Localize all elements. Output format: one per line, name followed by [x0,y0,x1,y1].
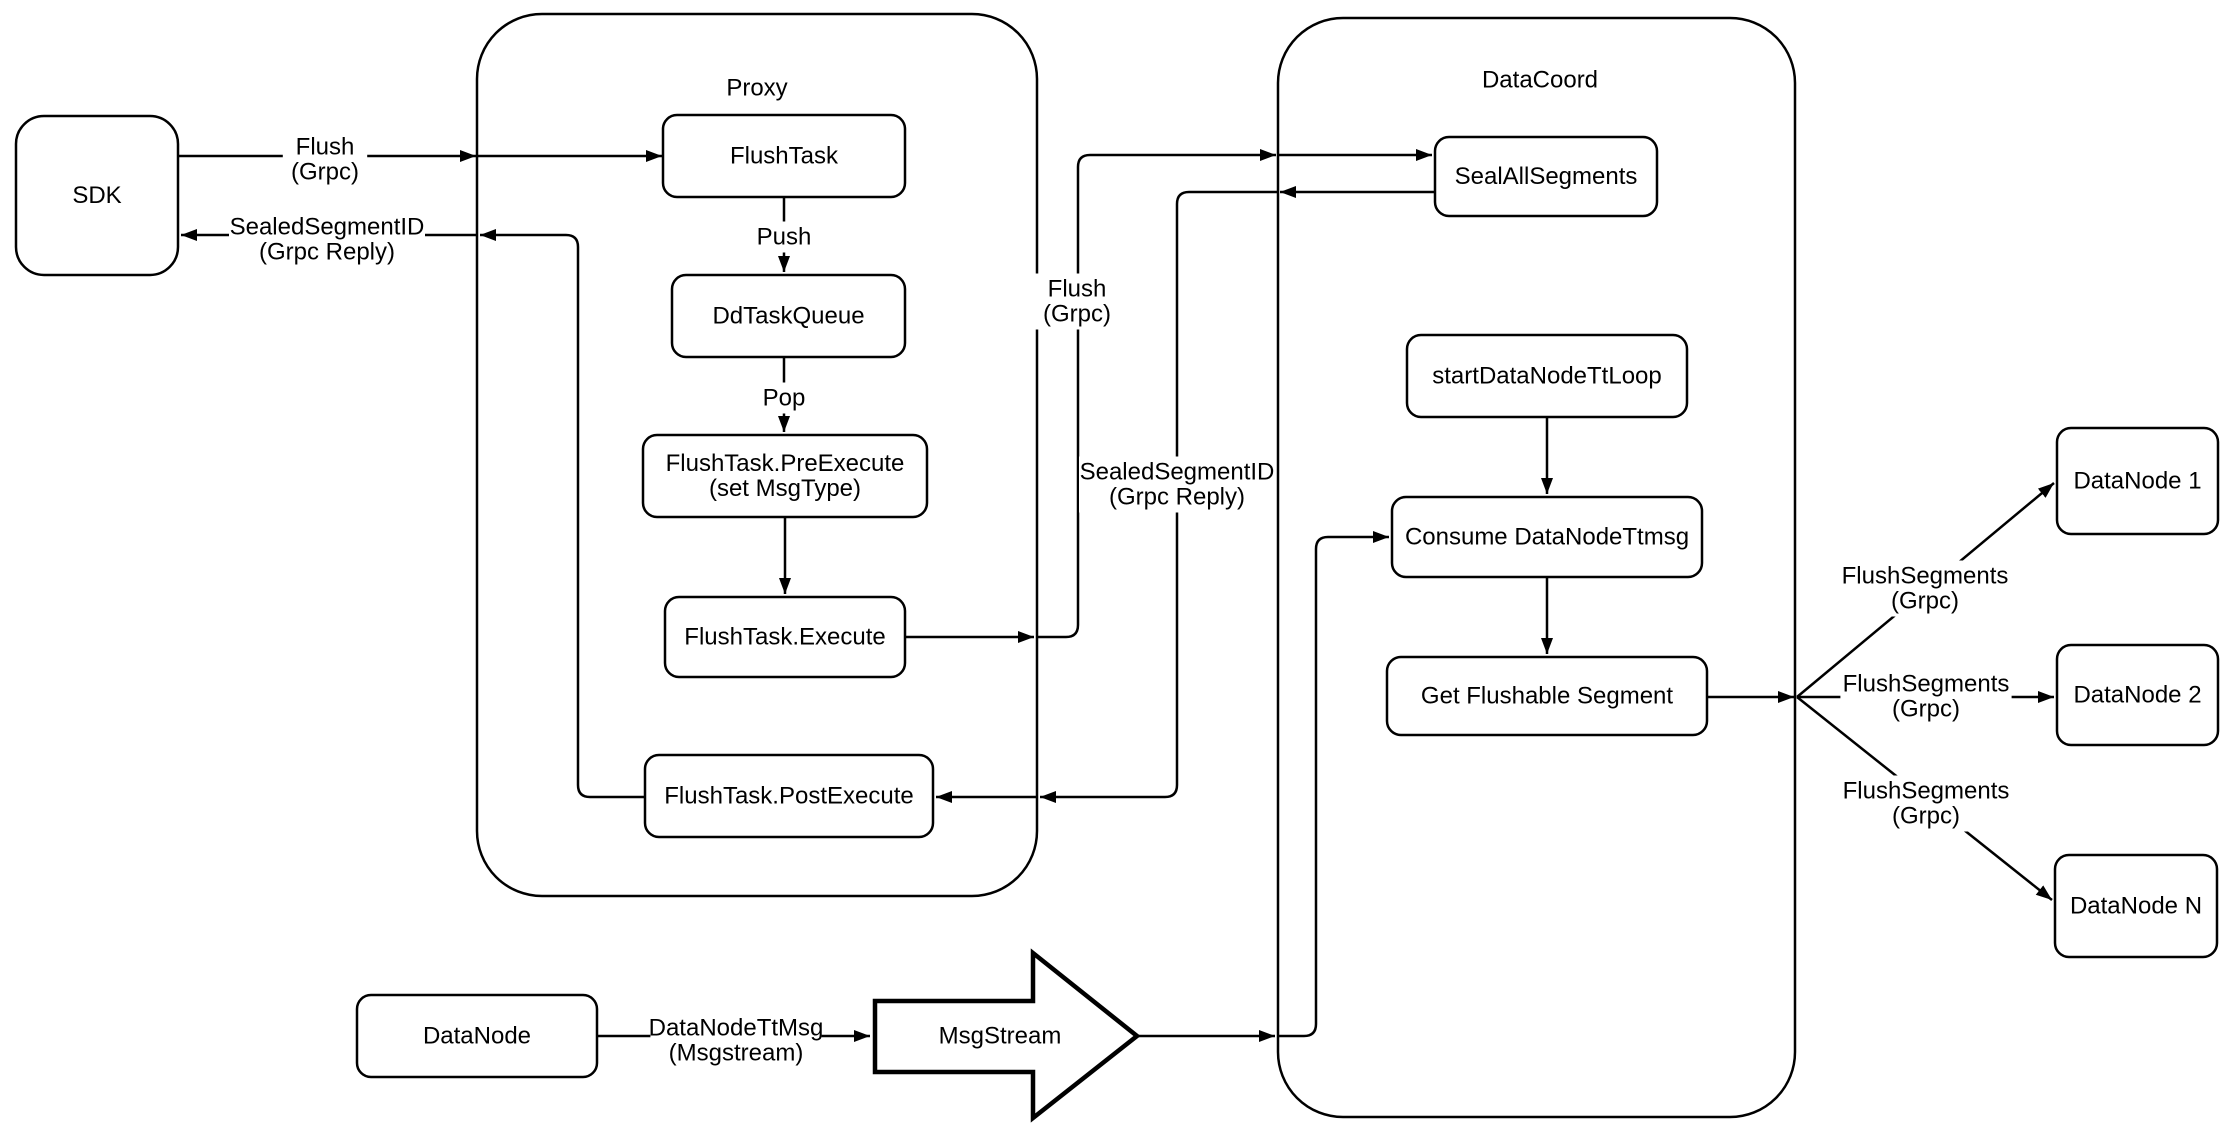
label-text: (Grpc) [291,159,359,186]
label-text: Flush [296,134,355,161]
edge-label-bg [1079,456,1275,513]
container-datacoord: DataCoord [1276,16,1797,1119]
edge-label-bg [754,221,814,253]
label-text: (Grpc) [1892,696,1960,723]
node-datanode-1: DataNode 1 [2055,426,2220,536]
node-preexecute-box [641,433,929,519]
label-text: (Msgstream) [669,1040,804,1067]
node-msgstream-label: MsgStream [939,1023,1062,1050]
edge-label-bg [1840,668,2012,725]
edge-postexecute-to-proxy-boundary [480,229,645,799]
label-text: (Grpc) [1043,301,1111,328]
label-text: DataNodeTtMsg [649,1015,824,1042]
edge-label-bg [1840,775,2012,832]
label-text: startDataNodeTtLoop [1432,363,1661,390]
label-text: Push [757,224,812,251]
node-sdk: SDK [14,114,180,277]
label-text: Consume DataNodeTtmsg [1405,524,1689,551]
container-proxy-title: Proxy [726,75,787,102]
label-text: (Grpc) [1891,588,1959,615]
label-text: DataNode 2 [2073,682,2201,709]
label-text: DataNode 1 [2073,468,2201,495]
label-text: (Grpc Reply) [259,239,395,266]
label-text: SealedSegmentID [1080,459,1275,486]
edge-label-flush-grpc-sdk: Flush(Grpc) [282,131,368,188]
label-text: FlushSegments [1843,671,2010,698]
label-text: (set MsgType) [709,475,861,502]
edge-label-bg [1839,560,2011,617]
label-text: (Grpc) [1892,803,1960,830]
container-datacoord-title: DataCoord [1482,67,1598,94]
label-text: DataNode N [2070,893,2202,920]
label-text: FlushTask [730,143,839,170]
edge-label-bg [282,131,368,188]
node-ddtaskqueue-box [670,273,907,359]
edge-label-datanodettmsg: DataNodeTtMsg(Msgstream) [649,1012,824,1069]
edge-label-flushsegments-2: FlushSegments(Grpc) [1840,668,2012,725]
node-get-flushable-segment: Get Flushable Segment [1385,655,1709,737]
label-text: FlushSegments [1842,563,2009,590]
label-text: DdTaskQueue [712,303,864,330]
node-datanode-bottom-box [355,993,599,1079]
edge-label-push: Push [754,221,814,253]
edge-label-flushsegments-3: FlushSegments(Grpc) [1840,775,2012,832]
node-datanode-bottom: DataNode [355,993,599,1079]
edge-label-bg [1034,273,1120,330]
node-sdk-box [14,114,180,277]
label-text: FlushSegments [1843,778,2010,805]
container-proxy-border [475,12,1039,898]
edge-label-flushsegments-1: FlushSegments(Grpc) [1839,560,2011,617]
node-ddtaskqueue: DdTaskQueue [670,273,907,359]
label-text: Get Flushable Segment [1421,683,1673,710]
node-flushtask: FlushTask [661,113,907,199]
node-datanode-n: DataNode N [2053,853,2219,959]
node-startdatanodettloop-box [1405,333,1689,419]
node-execute-box [663,595,907,679]
edge-label-bg [229,211,425,268]
node-startdatanodettloop: startDataNodeTtLoop [1405,333,1689,419]
big-arrow-icon [872,948,1141,1123]
container-datacoord-border [1276,16,1797,1119]
node-get-flushable-segment-box [1385,655,1709,737]
node-preexecute: FlushTask.PreExecute(set MsgType) [641,433,929,519]
edge-label-bg [760,382,808,414]
node-execute: FlushTask.Execute [663,595,907,679]
label-text: FlushTask.Execute [684,624,885,651]
label-text: SDK [72,182,121,209]
edge-label-sealedsegmentid-mid: SealedSegmentID(Grpc Reply) [1079,456,1275,513]
label-text: (Grpc Reply) [1109,484,1245,511]
node-sealallsegments: SealAllSegments [1433,135,1659,218]
label-text: FlushTask.PreExecute [666,450,905,477]
node-datanode-2-box [2055,643,2220,747]
label-text: FlushTask.PostExecute [664,783,913,810]
edge-datacoord-boundary-to-consume [1278,531,1389,1038]
node-datanode-n-box [2053,853,2219,959]
node-msgstream: MsgStream [872,948,1141,1123]
label-text: SealedSegmentID [230,214,425,241]
node-datanode-2: DataNode 2 [2055,643,2220,747]
edge-label-flush-grpc-mid: Flush(Grpc) [1034,273,1120,330]
node-sealallsegments-box [1433,135,1659,218]
node-datanode-1-box [2055,426,2220,536]
edge-label-sealedsegmentid-sdk: SealedSegmentID(Grpc Reply) [229,211,425,268]
label-text: Flush [1048,276,1107,303]
node-consume-datanodettmsg: Consume DataNodeTtmsg [1390,495,1704,579]
edge-label-bg [650,1012,822,1069]
node-postexecute-box [643,753,935,839]
node-flushtask-box [661,113,907,199]
container-proxy: Proxy [475,12,1039,898]
edge-label-pop: Pop [760,382,808,414]
edge-proxy-boundary-to-datacoord-boundary-flush [1037,149,1276,639]
node-consume-datanodettmsg-box [1390,495,1704,579]
label-text: Pop [763,385,806,412]
label-text: DataNode [423,1023,531,1050]
label-text: SealAllSegments [1455,163,1638,190]
node-postexecute: FlushTask.PostExecute [643,753,935,839]
